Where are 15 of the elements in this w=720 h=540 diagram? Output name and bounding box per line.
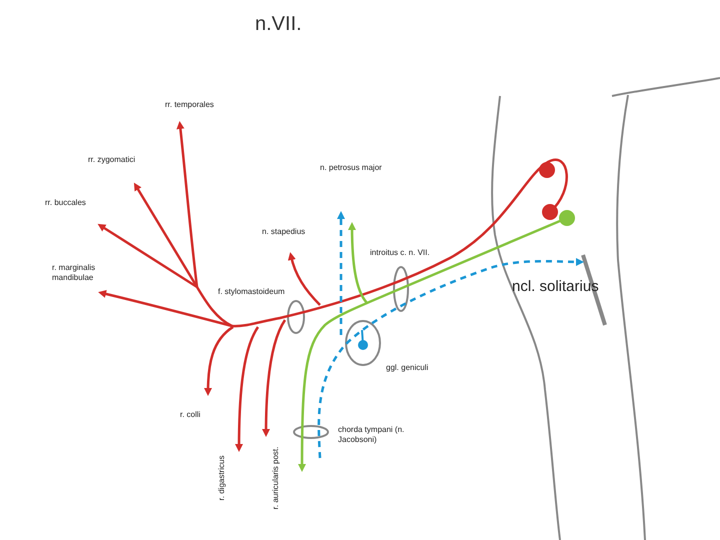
structure-label: chorda tympani (n. Jacobsoni): [338, 425, 406, 445]
structure-label: ggl. geniculi: [386, 363, 428, 373]
structure-label: f. stylomastoideum: [218, 287, 285, 297]
structure-label: rr. zygomatici: [88, 155, 136, 165]
structure-label: introitus c. n. VII.: [370, 248, 430, 258]
structure-label: n. stapedius: [262, 227, 306, 237]
structure-label: ncl. solitarius: [512, 278, 599, 297]
structure-label: n. petrosus major: [320, 163, 382, 173]
structure-label: rr. buccales: [45, 198, 86, 208]
structure-label: r. auricularis post.: [271, 446, 281, 510]
structure-label: r. colli: [180, 410, 200, 420]
structure-label: r. marginalis mandibulae: [52, 263, 96, 283]
structure-label: r. digastricus: [217, 456, 227, 500]
diagram-title: n.VII.: [255, 12, 302, 37]
structure-label: rr. temporales: [165, 100, 214, 110]
